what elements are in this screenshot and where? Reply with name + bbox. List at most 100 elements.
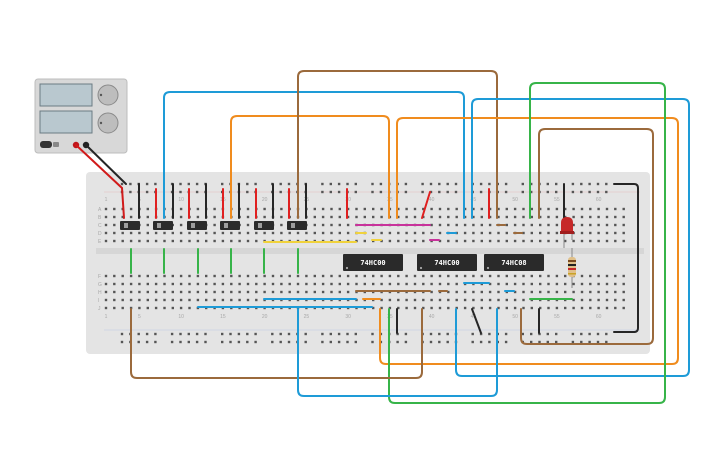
breadboard-hole[interactable]	[580, 207, 584, 211]
breadboard-hole[interactable]	[597, 306, 600, 310]
breadboard-hole[interactable]	[354, 182, 357, 186]
breadboard-hole[interactable]	[597, 223, 600, 227]
breadboard-hole[interactable]	[338, 215, 341, 219]
breadboard-hole[interactable]	[179, 215, 183, 219]
breadboard-hole[interactable]	[513, 298, 517, 302]
breadboard-hole[interactable]	[263, 274, 266, 278]
breadboard-hole[interactable]	[447, 207, 450, 211]
breadboard-hole[interactable]	[513, 282, 517, 286]
breadboard-hole[interactable]	[539, 223, 542, 227]
breadboard-hole[interactable]	[255, 274, 258, 278]
breadboard-hole[interactable]	[404, 190, 408, 194]
breadboard-hole[interactable]	[346, 215, 350, 219]
breadboard-hole[interactable]	[171, 282, 174, 286]
breadboard-hole[interactable]	[580, 190, 583, 194]
breadboard-hole[interactable]	[246, 207, 250, 211]
breadboard-hole[interactable]	[121, 298, 124, 302]
breadboard-hole[interactable]	[329, 332, 332, 336]
breadboard-hole[interactable]	[388, 306, 392, 310]
breadboard-hole[interactable]	[438, 306, 442, 310]
breadboard-hole[interactable]	[237, 332, 241, 336]
breadboard-hole[interactable]	[472, 231, 475, 235]
breadboard-hole[interactable]	[372, 207, 375, 211]
breadboard-hole[interactable]	[179, 190, 182, 194]
breadboard-hole[interactable]	[455, 223, 458, 227]
breadboard-hole[interactable]	[163, 231, 166, 235]
breadboard-hole[interactable]	[196, 207, 200, 211]
breadboard-hole[interactable]	[179, 340, 182, 344]
breadboard-hole[interactable]	[321, 207, 325, 211]
breadboard-hole[interactable]	[321, 340, 324, 344]
breadboard-hole[interactable]	[596, 190, 600, 194]
breadboard-hole[interactable]	[480, 239, 483, 243]
breadboard-hole[interactable]	[280, 231, 283, 235]
breadboard-hole[interactable]	[113, 207, 116, 211]
breadboard-hole[interactable]	[196, 298, 200, 302]
breadboard-hole[interactable]	[271, 290, 275, 294]
breadboard-hole[interactable]	[479, 340, 483, 344]
breadboard-hole[interactable]	[246, 274, 250, 278]
breadboard-hole[interactable]	[146, 223, 149, 227]
breadboard-hole[interactable]	[146, 306, 149, 310]
breadboard-hole[interactable]	[121, 215, 124, 219]
breadboard-hole[interactable]	[121, 306, 124, 310]
breadboard-hole[interactable]	[480, 290, 483, 294]
breadboard-hole[interactable]	[588, 182, 591, 186]
breadboard-hole[interactable]	[430, 282, 433, 286]
breadboard-hole[interactable]	[422, 231, 425, 235]
breadboard-hole[interactable]	[138, 290, 141, 294]
breadboard-hole[interactable]	[472, 239, 475, 243]
breadboard-hole[interactable]	[388, 239, 392, 243]
breadboard-hole[interactable]	[321, 182, 324, 186]
breadboard-hole[interactable]	[521, 190, 524, 194]
breadboard-hole[interactable]	[380, 239, 383, 243]
breadboard-hole[interactable]	[321, 215, 325, 219]
breadboard-hole[interactable]	[446, 340, 449, 344]
breadboard-hole[interactable]	[614, 239, 617, 243]
breadboard-hole[interactable]	[597, 239, 600, 243]
breadboard-hole[interactable]	[187, 182, 190, 186]
breadboard-hole[interactable]	[146, 231, 149, 235]
breadboard-hole[interactable]	[246, 190, 249, 194]
breadboard-hole[interactable]	[564, 207, 567, 211]
breadboard-hole[interactable]	[530, 182, 533, 186]
breadboard-hole[interactable]	[605, 215, 609, 219]
breadboard-hole[interactable]	[614, 231, 617, 235]
breadboard-hole[interactable]	[321, 231, 325, 235]
breadboard-hole[interactable]	[280, 215, 283, 219]
breadboard-hole[interactable]	[547, 274, 550, 278]
breadboard-hole[interactable]	[205, 239, 208, 243]
switch-3[interactable]	[187, 221, 207, 230]
breadboard-hole[interactable]	[255, 239, 258, 243]
breadboard-hole[interactable]	[221, 182, 224, 186]
breadboard-hole[interactable]	[171, 290, 174, 294]
breadboard-hole[interactable]	[170, 340, 174, 344]
breadboard-hole[interactable]	[455, 274, 458, 278]
breadboard-hole[interactable]	[179, 223, 183, 227]
breadboard-hole[interactable]	[555, 223, 559, 227]
breadboard-hole[interactable]	[447, 298, 450, 302]
breadboard-hole[interactable]	[205, 290, 208, 294]
breadboard-hole[interactable]	[522, 231, 525, 235]
breadboard-hole[interactable]	[304, 340, 307, 344]
breadboard-hole[interactable]	[195, 332, 199, 336]
breadboard-hole[interactable]	[363, 215, 366, 219]
breadboard-hole[interactable]	[605, 298, 609, 302]
breadboard-hole[interactable]	[246, 282, 250, 286]
breadboard-hole[interactable]	[571, 332, 575, 336]
breadboard-hole[interactable]	[447, 223, 450, 227]
breadboard-hole[interactable]	[547, 239, 550, 243]
breadboard-hole[interactable]	[571, 340, 575, 344]
breadboard-hole[interactable]	[279, 332, 282, 336]
breadboard-hole[interactable]	[372, 282, 375, 286]
breadboard-hole[interactable]	[605, 182, 608, 186]
breadboard-hole[interactable]	[321, 282, 325, 286]
breadboard-hole[interactable]	[129, 274, 133, 278]
breadboard-hole[interactable]	[104, 274, 108, 278]
breadboard-hole[interactable]	[280, 274, 283, 278]
breadboard-hole[interactable]	[280, 207, 283, 211]
breadboard-hole[interactable]	[404, 340, 408, 344]
breadboard-hole[interactable]	[589, 239, 592, 243]
breadboard-hole[interactable]	[488, 274, 492, 278]
breadboard-hole[interactable]	[472, 306, 475, 310]
